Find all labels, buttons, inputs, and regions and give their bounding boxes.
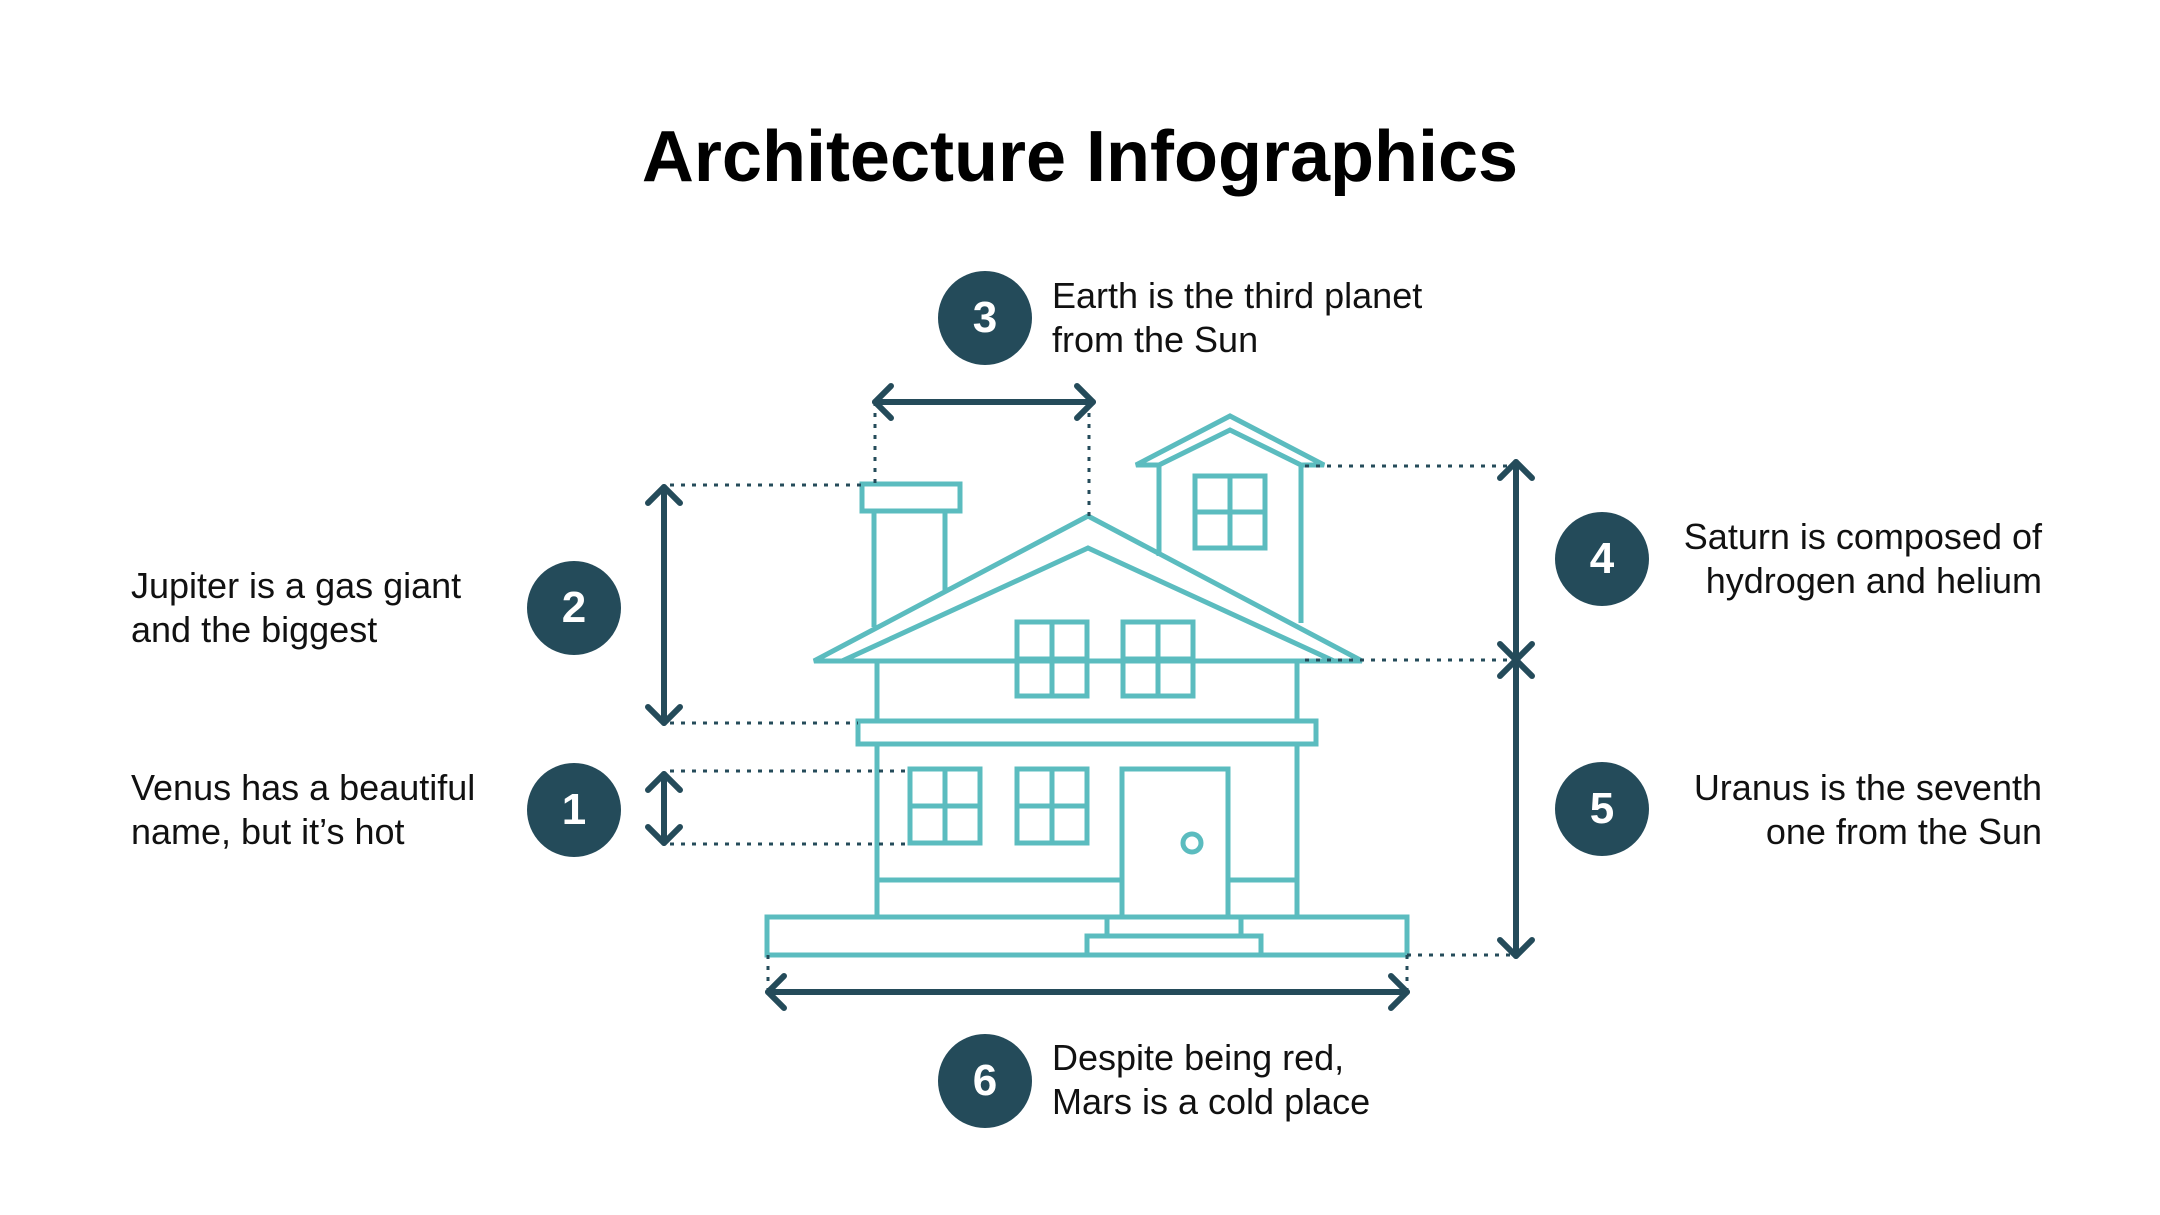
house-illustration [764, 413, 1410, 958]
step-badge-6: 6 [938, 1034, 1032, 1128]
house-window [1192, 473, 1268, 551]
step-badge-4: 4 [1555, 512, 1649, 606]
house-window [1014, 619, 1090, 699]
dimension-arrow-1 [645, 771, 683, 846]
house-step-top [1104, 914, 1244, 939]
step-text-6-line-1: Despite being red, [1052, 1037, 1345, 1078]
page-title: Architecture Infographics [641, 117, 1519, 197]
step-text-5-line-1: Uranus is the seventh [1693, 767, 2042, 808]
step-text-6-line-2: Mars is a cold place [1052, 1081, 1371, 1122]
dimension-arrow-2 [645, 484, 683, 726]
step-text-1-line-2: name, but it’s hot [131, 811, 405, 852]
dimension-arrows [645, 383, 1535, 1011]
step-badge-2: 2 [527, 561, 621, 655]
step-badge-3: 3 [938, 271, 1032, 365]
dimension-arrow-6 [765, 973, 1410, 1011]
step-text-1: Venus has a beautiful name, but it’s hot [131, 766, 475, 854]
step-text-2-line-1: Jupiter is a gas giant [131, 565, 462, 606]
dimension-arrow-5 [1497, 657, 1535, 959]
step-text-4-line-1: Saturn is composed of [1683, 516, 2042, 557]
step-badge-5: 5 [1555, 762, 1649, 856]
step-text-3-line-1: Earth is the third planet [1052, 275, 1423, 316]
tower-roof [1134, 413, 1326, 468]
step-text-2-line-2: and the biggest [131, 609, 378, 650]
house-step-bottom [1084, 933, 1264, 958]
step-text-4: Saturn is composed of hydrogen and heliu… [1684, 515, 2042, 603]
floor-band [855, 718, 1319, 747]
step-text-5: Uranus is the seventh one from the Sun [1694, 766, 2042, 854]
dimension-arrow-3 [872, 383, 1096, 421]
house-window [1014, 766, 1090, 846]
house-window [1120, 619, 1196, 699]
step-text-5-line-2: one from the Sun [1765, 811, 2042, 852]
dimension-arrow-4 [1497, 459, 1535, 663]
door-knob [1180, 831, 1204, 855]
step-text-2: Jupiter is a gas giant and the biggest [131, 564, 461, 652]
step-text-6: Despite being red, Mars is a cold place [1052, 1036, 1370, 1124]
step-text-3-line-2: from the Sun [1052, 319, 1259, 360]
step-badge-1: 1 [527, 763, 621, 857]
house-door [1119, 766, 1231, 920]
dimension-cross-marker [1497, 641, 1535, 679]
step-text-4-line-2: hydrogen and helium [1705, 560, 2042, 601]
dotted-guides [670, 402, 1512, 992]
house-window [907, 766, 983, 846]
chimney-cap [859, 481, 963, 514]
step-text-1-line-1: Venus has a beautiful [131, 767, 476, 808]
step-text-3: Earth is the third planet from the Sun [1052, 274, 1422, 362]
